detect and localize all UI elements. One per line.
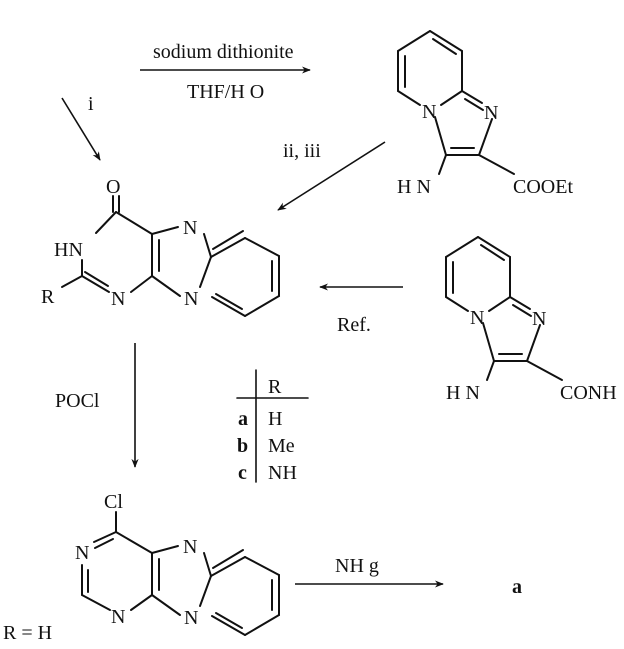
table-key-b: b: [237, 435, 248, 457]
structure-amine-amide: N N H N CONH: [445, 236, 617, 404]
reagent-nh-g: NH g: [335, 555, 379, 577]
product-label: a: [512, 576, 522, 598]
table-value-c: NH: [268, 462, 297, 484]
arrow-step-i: [61, 97, 101, 161]
atom-n-ring: N: [470, 307, 484, 329]
atom-n-left: N: [75, 542, 89, 564]
atom-n-imidazole: N: [183, 217, 197, 239]
reagent-pocl: POCl: [55, 390, 100, 412]
atom-n-bridgehead: N: [184, 607, 198, 629]
table-key-c: c: [238, 462, 247, 484]
table-value-b: Me: [268, 435, 295, 457]
reagent-step-i: i: [88, 93, 94, 115]
atom-n-imidazole: N: [532, 308, 546, 330]
r-equals-h-label: R = H: [3, 622, 52, 644]
atom-n-imidazole: N: [484, 102, 498, 124]
atom-n-pyrimidine: N: [111, 288, 125, 310]
amine-label: H N: [397, 176, 431, 198]
structure-amine-ester: N N H N COOEt: [397, 30, 573, 198]
table-key-a: a: [238, 408, 248, 430]
arrow-steps-ii-iii: [277, 141, 386, 211]
atom-n-ring: N: [422, 101, 436, 123]
structure-tricycle-chloro: Cl N N N N R = H: [3, 491, 280, 644]
table-header-r: R: [268, 376, 282, 398]
reagent-thf-water: THF/H O: [187, 81, 264, 103]
atom-n-imidazole: N: [183, 536, 197, 558]
reagent-steps-ii-iii: ii, iii: [283, 140, 321, 162]
atom-cl: Cl: [104, 491, 123, 513]
table-value-a: H: [268, 408, 282, 430]
ester-label: COOEt: [513, 176, 573, 198]
atom-o: O: [106, 176, 120, 198]
substituent-table: R a H b Me c NH: [236, 369, 309, 484]
amide-label: CONH: [560, 382, 617, 404]
atom-r: R: [41, 286, 55, 308]
atom-n-bridgehead: N: [184, 288, 198, 310]
atom-n-pyrimidine: N: [111, 606, 125, 628]
structure-tricycle-oxo: O HN R N N N: [41, 176, 280, 317]
atom-hn: HN: [54, 239, 83, 261]
reagent-ref: Ref.: [337, 314, 371, 336]
amine-label: H N: [446, 382, 480, 404]
reagent-sodium-dithionite: sodium dithionite: [153, 41, 294, 63]
